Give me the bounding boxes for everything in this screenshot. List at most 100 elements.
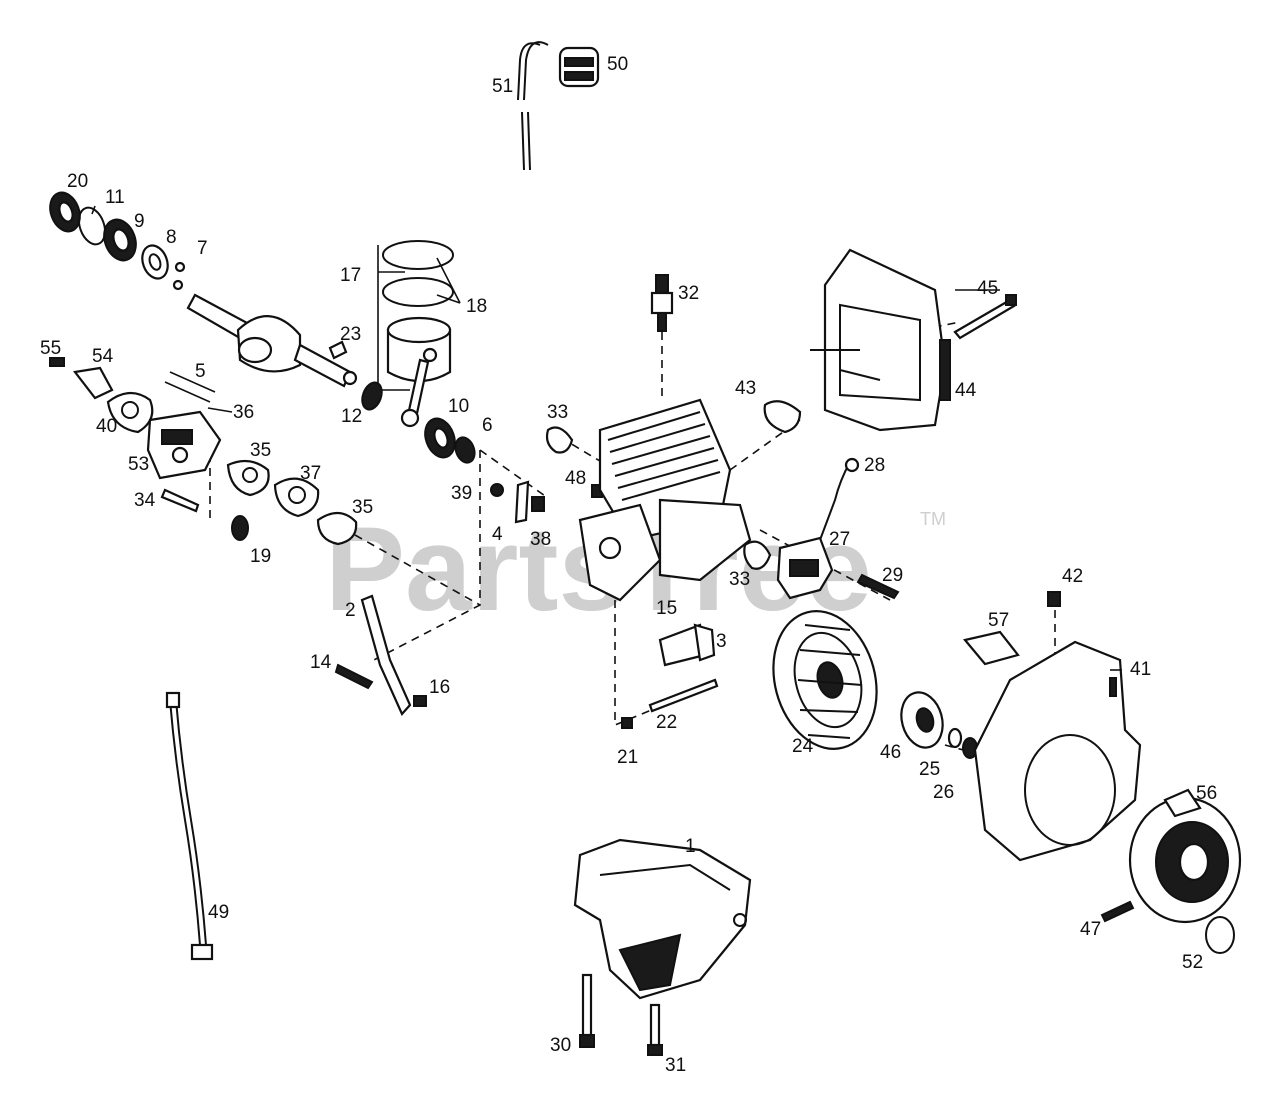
decal-57-part[interactable]	[963, 630, 1020, 666]
screw-42-part[interactable]	[1047, 591, 1061, 607]
exhaust-gasket-part[interactable]	[743, 540, 772, 570]
callout-50: 50	[607, 54, 628, 75]
callout-46: 46	[880, 742, 901, 763]
screw-14-part[interactable]	[334, 663, 374, 690]
thrust-washer-part[interactable]	[138, 242, 172, 282]
callout-44: 44	[955, 380, 977, 401]
nut-39-part[interactable]	[490, 483, 504, 497]
retaining-ring-part[interactable]	[74, 204, 110, 248]
callout-28: 28	[864, 455, 885, 476]
callout-23: 23	[340, 324, 361, 345]
clip-38-part[interactable]	[531, 496, 545, 512]
callout-10: 10	[448, 396, 469, 417]
clip-16-part[interactable]	[413, 695, 427, 707]
callout-35b: 35	[352, 497, 373, 518]
callout-32: 32	[678, 283, 699, 304]
fuel-tank-grommet-part[interactable]	[558, 46, 600, 88]
housing-bolt-part[interactable]	[953, 294, 1017, 340]
callout-35a: 35	[250, 440, 271, 461]
callout-6: 6	[482, 415, 493, 436]
callout-47: 47	[1080, 919, 1101, 940]
callout-42: 42	[1062, 566, 1083, 587]
carburetor-part[interactable]	[146, 410, 222, 480]
watermark-trademark: TM	[920, 509, 946, 529]
insulator-part[interactable]	[273, 477, 320, 518]
callout-51: 51	[492, 76, 513, 97]
callout-29: 29	[882, 565, 903, 586]
callout-15: 15	[656, 598, 677, 619]
callout-4: 4	[492, 524, 503, 545]
gasket-35b-part[interactable]	[316, 511, 358, 546]
callout-20: 20	[67, 171, 88, 192]
choke-plate-part[interactable]	[73, 366, 114, 400]
callout-39: 39	[451, 483, 472, 504]
spark-wire-part[interactable]	[819, 457, 860, 541]
screw-55-part[interactable]	[49, 357, 65, 367]
callout-53: 53	[128, 454, 149, 475]
callout-5: 5	[195, 361, 206, 382]
seal-right-part[interactable]	[452, 435, 478, 466]
callout-9: 9	[134, 211, 145, 232]
throttle-lever-part[interactable]	[360, 594, 412, 717]
carb-gasket-part[interactable]	[106, 391, 154, 434]
crank-pin-part[interactable]	[328, 340, 348, 360]
needle-bearing-part[interactable]	[359, 380, 385, 412]
shroud-gasket-part[interactable]	[763, 400, 802, 434]
callout-11: 11	[105, 187, 125, 208]
callout-41: 41	[1130, 659, 1151, 680]
washer-25-part[interactable]	[947, 727, 963, 749]
callout-38: 38	[530, 529, 551, 550]
key-part[interactable]	[172, 261, 186, 291]
callout-33a: 33	[547, 402, 568, 423]
callout-8: 8	[166, 227, 177, 248]
bracket-3-part[interactable]	[693, 623, 716, 662]
callout-45: 45	[977, 278, 998, 299]
callout-24: 24	[792, 736, 814, 757]
carb-to-block-gasket-part[interactable]	[226, 459, 270, 497]
callout-52: 52	[1182, 952, 1203, 973]
connecting-rod-part[interactable]	[400, 358, 430, 428]
spark-plug-gasket-part[interactable]	[545, 426, 574, 454]
flywheel-part[interactable]	[759, 599, 892, 760]
spring-19-part[interactable]	[231, 515, 249, 541]
callout-17: 17	[340, 265, 361, 286]
bolt-31-part[interactable]	[647, 1003, 663, 1056]
spark-plug-part[interactable]	[650, 274, 674, 332]
main-bearing-part[interactable]	[420, 414, 460, 461]
shaft-22-part[interactable]	[648, 678, 719, 713]
callout-37: 37	[300, 463, 321, 484]
callout-34: 34	[134, 490, 156, 511]
ignition-coil-part[interactable]	[776, 536, 834, 600]
callout-54: 54	[92, 346, 114, 367]
callout-36: 36	[233, 402, 254, 423]
crank-bearing-part[interactable]	[99, 215, 142, 265]
callout-31: 31	[665, 1055, 686, 1076]
throttle-cable-part[interactable]	[165, 691, 214, 961]
callout-40: 40	[96, 416, 117, 437]
fuel-tank-housing-part[interactable]	[810, 248, 951, 432]
carb-screws-part[interactable]	[164, 371, 216, 403]
ring-52-part[interactable]	[1205, 916, 1235, 954]
crankshaft-part[interactable]	[186, 293, 358, 388]
callout-1: 1	[685, 836, 696, 857]
oil-seal-part[interactable]	[45, 188, 85, 235]
nut-21-part[interactable]	[621, 717, 633, 729]
throttle-spring-part[interactable]	[514, 480, 530, 524]
callout-57: 57	[988, 610, 1009, 631]
leader-lines	[91, 205, 1122, 671]
engine-cylinder-part[interactable]	[578, 398, 752, 602]
crankcase-part[interactable]	[573, 838, 752, 1000]
starter-cup-part[interactable]	[895, 688, 948, 752]
recoil-starter-part[interactable]	[1128, 788, 1242, 924]
screw-47-part[interactable]	[1100, 900, 1135, 923]
bolt-30-part[interactable]	[579, 973, 595, 1048]
piston-part[interactable]	[386, 316, 452, 382]
piston-rings-part[interactable]	[382, 240, 454, 307]
fuel-line-part[interactable]	[517, 41, 549, 171]
coil-screw-part[interactable]	[856, 573, 900, 600]
blower-housing-part[interactable]	[973, 640, 1142, 862]
callout-33b: 33	[729, 569, 750, 590]
idle-screw-part[interactable]	[160, 488, 200, 513]
callout-21: 21	[617, 747, 638, 768]
